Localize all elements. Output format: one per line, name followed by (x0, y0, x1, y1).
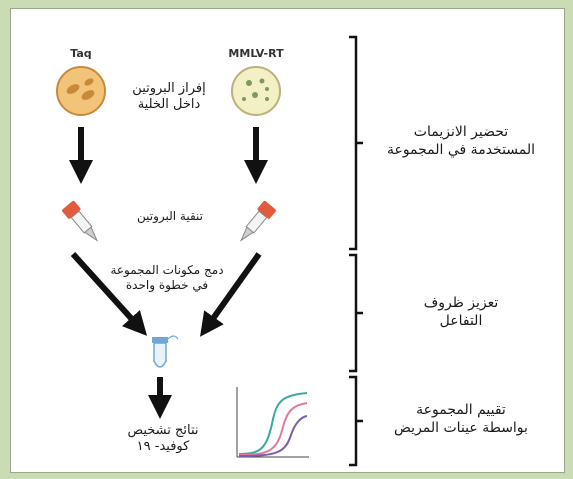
taq-petri-dish-icon (56, 66, 106, 116)
express-line-2: داخل الخلية (137, 97, 201, 113)
pipette-icon (62, 200, 99, 242)
phase-evaluate-text: تقييم المجموعة بواسطة عينات المريض (371, 402, 551, 437)
diagram-art (56, 35, 363, 467)
express-line-1: إفراز البروتين (132, 81, 206, 96)
result-line-1: نتائج تشخيص (127, 423, 199, 438)
result-step-text: نتائج تشخيص كوفيد- ١٩ (111, 423, 215, 456)
bracket-icon (349, 35, 363, 251)
amplification-curve-icon (236, 387, 309, 458)
purify-step-text: تنقية البروتين (136, 209, 204, 223)
pipette-icon (239, 200, 276, 242)
result-line-2: كوفيد- ١٩ (136, 439, 190, 455)
bracket-icon (349, 375, 363, 467)
express-step-text: إفراز البروتين داخل الخلية (115, 81, 223, 114)
test-tube-icon (152, 335, 179, 368)
bracket-icon (349, 253, 363, 373)
enhance-line-1: تعزيز ظروف (423, 295, 499, 311)
combine-step-text: دمج مكونات المجموعة في خطوة واحدة (93, 263, 241, 293)
taq-label: Taq (70, 47, 92, 60)
prepare-line-2: المستخدمة في المجموعة (386, 141, 536, 158)
figure-panel: Taq MMLV-RT إفراز البروتين داخل الخلية ت… (10, 8, 565, 473)
phase-prepare-text: تحضير الانزيمات المستخدمة في المجموعة (371, 124, 551, 159)
prepare-line-1: تحضير الانزيمات (413, 124, 509, 140)
enhance-line-2: التفاعل (439, 312, 483, 329)
mmlv-petri-dish-icon (231, 66, 281, 116)
mmlv-label: MMLV-RT (228, 47, 284, 60)
arrow-icon (70, 251, 148, 336)
combine-line-1: دمج مكونات المجموعة (110, 263, 224, 277)
combine-line-2: في خطوة واحدة (125, 278, 209, 292)
evaluate-line-2: بواسطة عينات المريض (394, 419, 528, 436)
arrow-icon (200, 252, 262, 337)
evaluate-line-1: تقييم المجموعة (416, 402, 506, 418)
phase-enhance-text: تعزيز ظروف التفاعل (391, 295, 531, 330)
